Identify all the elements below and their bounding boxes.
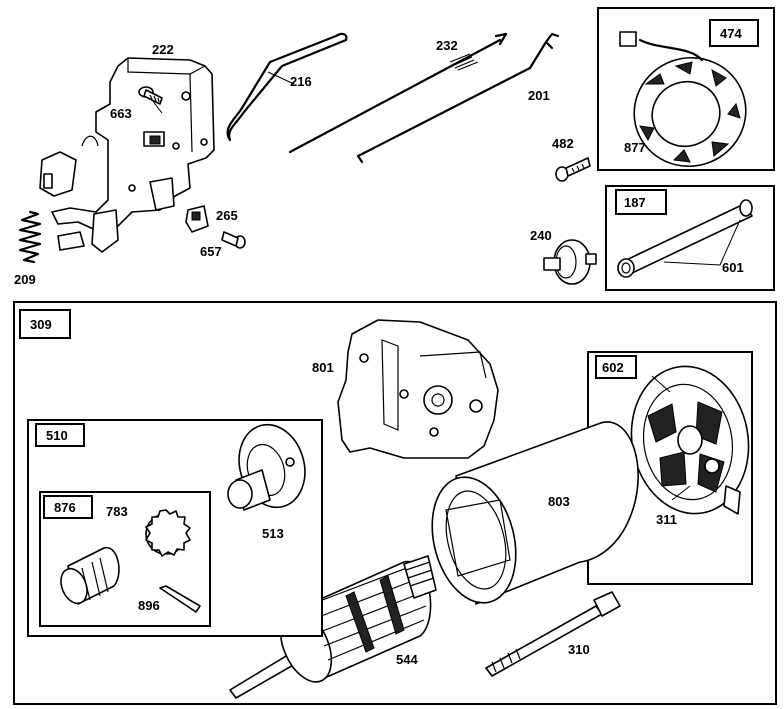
part-240 xyxy=(543,239,597,285)
label-310: 310 xyxy=(568,642,590,657)
screw-663-part xyxy=(138,86,163,105)
label-240: 240 xyxy=(530,228,552,243)
spring-209-part xyxy=(18,210,42,264)
rod-232-part xyxy=(288,32,508,154)
label-187: 187 xyxy=(624,195,646,210)
label-309: 309 xyxy=(30,317,52,332)
housing-803-part xyxy=(431,421,639,605)
label-474: 474 xyxy=(720,26,742,41)
label-482: 482 xyxy=(552,136,574,151)
label-663: 663 xyxy=(110,106,132,121)
box-309-tag xyxy=(19,309,71,339)
label-201: 201 xyxy=(528,88,550,103)
box-876-tag xyxy=(43,495,93,519)
label-876: 876 xyxy=(54,500,76,515)
pin-896-part xyxy=(159,585,201,613)
label-311: 311 xyxy=(656,512,677,527)
end-cap-602-part xyxy=(630,365,750,515)
label-602: 602 xyxy=(602,360,624,375)
label-801: 801 xyxy=(312,360,334,375)
label-222: 222 xyxy=(152,42,174,57)
label-216: 216 xyxy=(290,74,312,89)
screw-482-part xyxy=(555,157,591,182)
drive-housing-513-part xyxy=(227,423,306,511)
control-bracket-part xyxy=(39,57,215,253)
screw-657-part xyxy=(221,231,246,249)
label-877: 877 xyxy=(624,140,646,155)
label-783: 783 xyxy=(106,504,128,519)
leader-line xyxy=(671,485,691,501)
box-187-tag xyxy=(615,189,667,215)
label-510: 510 xyxy=(46,428,68,443)
label-209: 209 xyxy=(14,272,36,287)
armature-544-part xyxy=(229,555,437,699)
leader-line xyxy=(651,375,671,393)
rod-201-part xyxy=(356,32,560,164)
pinion-876-part xyxy=(60,547,120,605)
leader-line xyxy=(663,261,721,266)
label-896: 896 xyxy=(138,598,160,613)
box-474-tag xyxy=(709,19,759,47)
label-265: 265 xyxy=(216,208,238,223)
label-601: 601 xyxy=(722,260,744,275)
label-803: 803 xyxy=(548,494,570,509)
label-657: 657 xyxy=(200,244,222,259)
leader-line xyxy=(267,71,295,85)
link-rod-216-part xyxy=(226,32,348,142)
label-544: 544 xyxy=(396,652,418,667)
box-510-tag xyxy=(35,423,85,447)
label-232: 232 xyxy=(436,38,458,53)
gear-783-part xyxy=(145,509,191,557)
leader-line xyxy=(151,99,163,114)
alternator-877-part xyxy=(619,31,747,168)
box-602-tag xyxy=(595,355,637,379)
tube-601-part xyxy=(617,199,753,278)
bolt-310-part xyxy=(485,591,621,677)
plate-801-part xyxy=(337,319,499,459)
leader-line xyxy=(719,219,741,266)
clip-265-part xyxy=(185,205,209,233)
label-513: 513 xyxy=(262,526,284,541)
